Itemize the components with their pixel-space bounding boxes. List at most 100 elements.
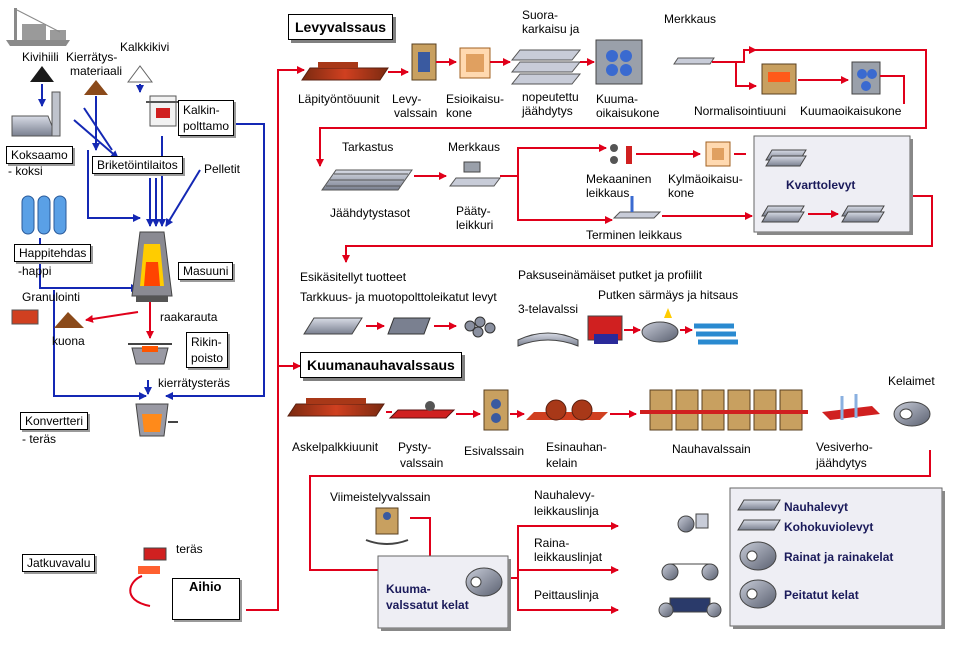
mechanical-cutting-icon (610, 144, 632, 164)
finishing-mill-icon (365, 507, 409, 545)
label-thermal-cutting: Terminen leikkaus (586, 228, 683, 242)
label-cooling-beds: Jäähdytystasot (330, 206, 411, 220)
granulation-icon (11, 309, 39, 325)
label-dq-2: karkaisu ja (522, 22, 580, 36)
box-desulphurization: Rikin- poisto (186, 332, 229, 368)
label-end-shear-2: leikkuri (456, 218, 494, 232)
label-pickling: Peittauslinja (534, 588, 599, 602)
hot-rolled-coils-box (377, 555, 511, 631)
strip-plates-icon (737, 499, 781, 511)
label-coal: Kivihiili (22, 50, 59, 64)
legend-pickled-coils: Peitatut kelat (784, 588, 859, 602)
label-cold-leveller-2: kone (668, 186, 695, 200)
label-desulph-2: poisto (191, 351, 224, 365)
box-coke-plant: Koksaamo (6, 146, 73, 164)
label-edger-1: Pysty- (398, 440, 432, 454)
pipe-forming-icon (587, 315, 623, 344)
label-three-roll: 3-telavalssi (518, 302, 579, 316)
pickling-line-icon (658, 597, 722, 618)
preleveller-icon (459, 47, 491, 79)
hot-leveller-icon (595, 39, 643, 85)
label-water-curtain-1: Vesiverho- (816, 440, 873, 454)
label-roughing-mill: Esivalssain (464, 444, 525, 458)
label-steel-1: - teräs (22, 432, 57, 446)
label-oxygen: -happi (18, 264, 52, 278)
label-granulation: Granulointi (22, 290, 81, 304)
converter-icon (135, 403, 178, 437)
hot-leveller-2-icon (851, 61, 881, 95)
label-slitting-1: Raina- (534, 536, 570, 550)
legend-slit-coils: Rainat ja rainakelat (784, 550, 894, 564)
normalizing-furnace-icon (761, 63, 797, 95)
label-finishing-mill: Viimeistelyvalssain (330, 490, 431, 504)
continuous-casting-icon (138, 547, 167, 574)
label-hot-rolled-coils-1: Kuuma- (386, 582, 431, 596)
thermal-cutting-icon (612, 196, 662, 219)
legend-box (729, 487, 945, 629)
water-curtain-cooling-icon (822, 394, 880, 420)
checkered-plates-icon (737, 519, 781, 531)
label-plate-mill-1: Levy- (392, 92, 422, 106)
section-hot-strip-rolling: Kuumanauhavalssaus (300, 352, 462, 378)
walking-beam-furnace-icon (287, 398, 385, 417)
label-quarto-plates: Kvarttolevyt (786, 178, 856, 192)
label-plate-mill-2: valssain (394, 106, 438, 120)
box-oxygen-plant: Happitehdas (14, 244, 92, 262)
finishing-mill-stands-icon (640, 389, 808, 431)
label-preleveller-2: kone (446, 106, 473, 120)
label-coilbox-1: Esinauhan- (546, 440, 607, 454)
section-plate-rolling: Levyvalssaus (288, 14, 394, 40)
lime-kiln-icon (146, 95, 180, 127)
oxygen-plant-icon (21, 195, 67, 235)
label-precision-cut: Tarkkuus- ja muotopolttoleikatut levyt (300, 290, 497, 304)
slit-coils-icon (739, 541, 777, 571)
label-limestone: Kalkkikivi (120, 40, 170, 54)
label-cold-leveller-1: Kylmäoikaisu- (668, 172, 743, 186)
label-recycled-1: Kierrätys- (66, 50, 118, 64)
recycled-material-icon (84, 80, 108, 95)
plate-cutting-line-icon (677, 513, 709, 533)
end-shear-icon (449, 161, 501, 187)
label-end-shear-1: Pääty- (456, 204, 491, 218)
label-hot-leveller-2: oikaisukone (596, 106, 660, 120)
label-recycled-2: materiaali (70, 64, 123, 78)
label-lime-kiln-1: Kalkin- (183, 103, 220, 117)
pusher-furnace-icon (301, 62, 389, 81)
label-thick-pipes: Paksuseinämäiset putket ja profiilit (518, 268, 703, 282)
label-pellets: Pelletit (204, 162, 241, 176)
label-coke: - koksi (8, 164, 43, 178)
plate-mill-icon (411, 43, 437, 81)
label-cut-to-length-2: leikkauslinja (534, 504, 599, 518)
three-roll-bender-icon (517, 332, 579, 347)
desulphurization-icon (128, 343, 172, 365)
direct-quenching-icon (510, 49, 582, 85)
label-pusher-furnaces: Läpityöntöuunit (298, 92, 380, 106)
preprocessed-plate-icon (303, 317, 363, 335)
cut-pieces-icon (464, 316, 496, 338)
box-blast-furnace: Masuuni (178, 262, 234, 280)
label-slag: kuona (52, 334, 85, 348)
edger-icon (388, 401, 456, 419)
slitting-line-icon (661, 563, 719, 581)
label-water-curtain-2: jäähdytys (816, 456, 867, 470)
label-hot-leveller-3: Kuumaoikaisukone (800, 104, 902, 118)
label-edger-2: valssain (400, 456, 444, 470)
slag-pile-icon (54, 312, 84, 328)
label-marking-1: Merkkaus (664, 12, 717, 26)
label-pig-iron: raakarauta (160, 310, 218, 324)
box-lime-kiln: Kalkin- polttamo (178, 100, 235, 136)
label-finishing-stands: Nauhavalssain (672, 442, 751, 456)
label-coilbox-2: kelain (546, 456, 578, 470)
label-pipe-forming: Putken särmäys ja hitsaus (598, 288, 739, 302)
coiler-icon (893, 401, 931, 427)
label-coilers: Kelaimet (888, 374, 935, 388)
precision-cut-icon (387, 317, 431, 335)
label-slitting-2: leikkauslinjat (534, 550, 603, 564)
pipe-welding-icon (641, 308, 679, 343)
label-mech-cut-2: leikkaus (586, 186, 630, 200)
ship-icon (6, 8, 70, 46)
legend-checkered-plates: Kohokuviolevyt (784, 520, 874, 534)
marking-plate-icon (673, 57, 715, 65)
blast-furnace-icon (131, 231, 173, 302)
